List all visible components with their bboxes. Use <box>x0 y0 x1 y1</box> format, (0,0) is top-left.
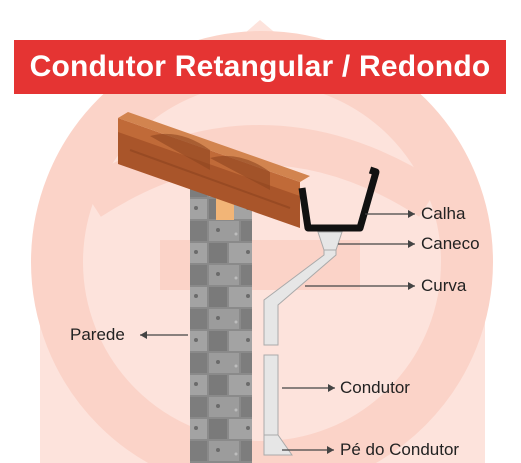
roof-tiles <box>118 112 310 228</box>
label-pe-do-condutor: Pé do Condutor <box>340 440 460 459</box>
label-caneco: Caneco <box>421 234 480 253</box>
elbow-curva <box>263 249 337 346</box>
wall <box>190 180 252 463</box>
label-condutor: Condutor <box>340 378 410 397</box>
arrow-parede <box>140 331 147 339</box>
arrow-curva <box>408 282 415 290</box>
arrow-pe-do-condutor <box>327 446 334 454</box>
downspout-condutor <box>263 354 279 444</box>
page-title: Condutor Retangular / Redondo <box>29 50 491 83</box>
arrow-caneco <box>408 240 415 248</box>
arrow-condutor <box>328 384 335 392</box>
outlet-caneco <box>317 231 343 251</box>
label-calha: Calha <box>421 204 466 223</box>
gutter-calha <box>298 166 380 232</box>
label-curva: Curva <box>421 276 467 295</box>
arrow-calha <box>408 210 415 218</box>
downspout-foot <box>263 434 293 456</box>
label-parede: Parede <box>70 325 125 344</box>
title-banner: Condutor Retangular / Redondo <box>14 40 506 94</box>
